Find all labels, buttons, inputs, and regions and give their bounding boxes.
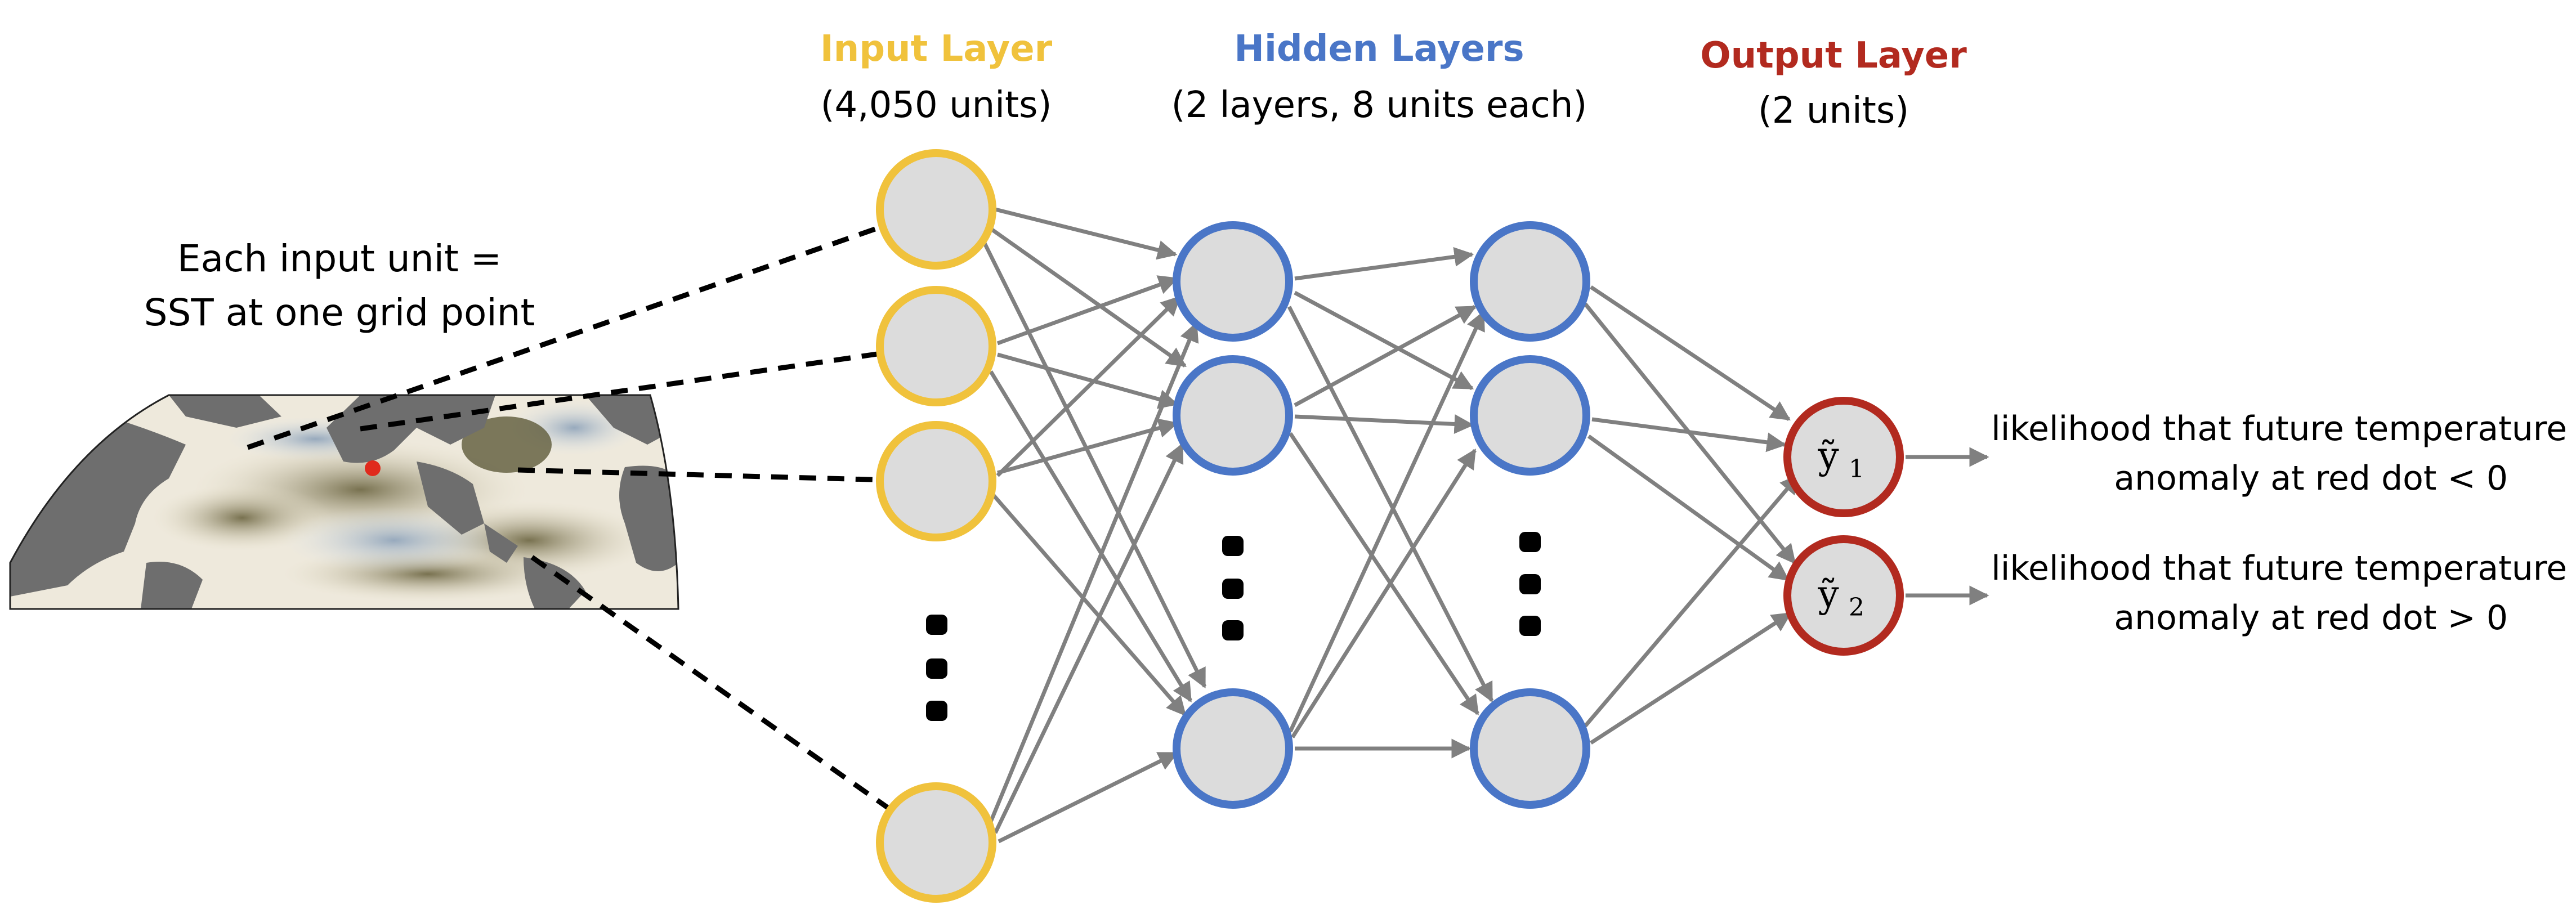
output-1-symbol: ỹ (1817, 434, 1839, 477)
output-1-index: 1 (1849, 455, 1864, 483)
hidden-layer-1-nodes (1173, 221, 1293, 809)
input-node (876, 149, 996, 270)
input-node (876, 421, 996, 541)
hidden2-node (1470, 355, 1590, 476)
input-layer-subtitle: (4,050 units) (821, 84, 1052, 126)
output-1-desc-line2: anomaly at red dot < 0 (2114, 459, 2508, 498)
output-arrows (1906, 447, 1989, 606)
hidden1-ellipsis (1222, 536, 1244, 640)
input-ellipsis (926, 615, 947, 721)
hidden-layer-2-nodes (1470, 221, 1590, 809)
edges-input-hidden1 (982, 207, 1207, 844)
hidden-layers-subtitle: (2 layers, 8 units each) (1171, 84, 1587, 126)
output-layer-title: Output Layer (1700, 35, 1967, 77)
input-node (876, 782, 996, 903)
output-2-symbol: ỹ (1817, 572, 1839, 616)
output-2-desc-line1: likelihood that future temperature (1991, 549, 2567, 588)
output-node-2 (1783, 535, 1904, 656)
output-2-index: 2 (1849, 593, 1864, 622)
input-layer-nodes (876, 149, 996, 903)
hidden-layers-title: Hidden Layers (1234, 28, 1524, 70)
map-to-input-arrows (247, 205, 939, 845)
hidden1-node (1173, 221, 1293, 342)
output-layer-subtitle: (2 units) (1758, 90, 1909, 132)
output-1-desc-line1: likelihood that future temperature (1991, 409, 2567, 449)
output-node-1 (1783, 397, 1904, 517)
input-note-line2: SST at one grid point (144, 291, 535, 334)
output-layer-nodes: ỹ 1 ỹ 2 (1783, 397, 1904, 656)
world-sst-map (9, 394, 679, 610)
hidden2-ellipsis (1519, 532, 1541, 636)
hidden1-node (1173, 355, 1293, 476)
hidden1-node (1173, 688, 1293, 809)
input-layer-title: Input Layer (820, 28, 1053, 70)
output-2-desc-line2: anomaly at red dot > 0 (2114, 598, 2508, 638)
input-note-line1: Each input unit = (177, 237, 502, 280)
hidden2-node (1470, 688, 1590, 809)
input-node (876, 286, 996, 406)
edges-hidden1-hidden2 (1287, 247, 1494, 759)
hidden2-node (1470, 221, 1590, 342)
red-dot-marker (365, 460, 381, 476)
edges-hidden2-output (1584, 285, 1800, 745)
